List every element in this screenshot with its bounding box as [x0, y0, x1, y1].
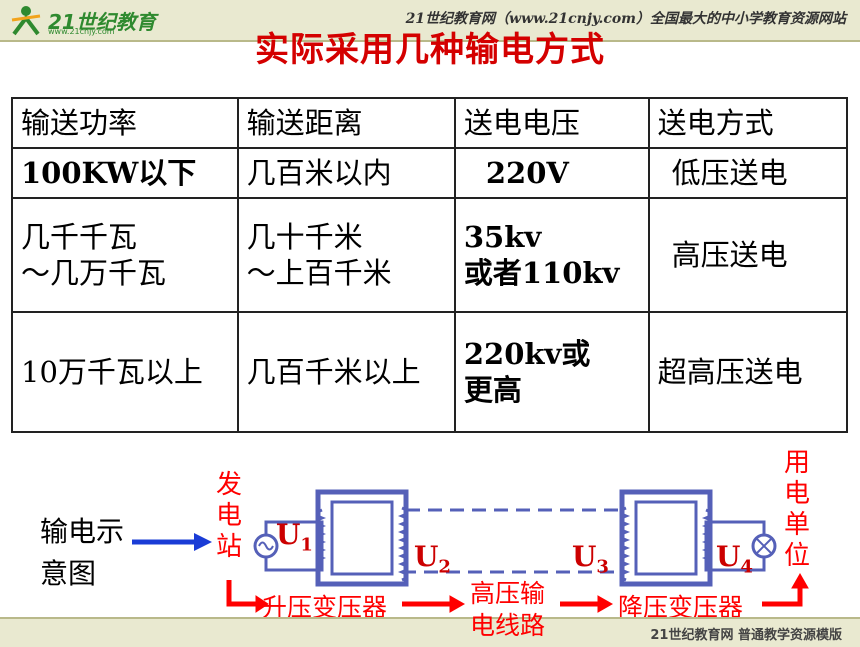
generator-icon [253, 520, 324, 572]
table-cell: 220kv或 更高 [453, 311, 650, 433]
transmission-diagram [132, 489, 809, 613]
diagram-caption: 意图 [40, 557, 97, 590]
transmission-table: 输送功率 输送距离 送电电压 送电方式 100KW以下 几百米以内 220V 低… [11, 97, 849, 433]
step-down-transformer-icon [619, 489, 713, 587]
table-row: 100KW以下 几百米以内 220V 低压送电 [11, 147, 849, 199]
footer-text: 21世纪教育网 普通教学资源模版 [650, 628, 842, 643]
logo-figure-icon [11, 6, 41, 36]
lamp-load-icon [704, 520, 777, 572]
logo-url: www.21cnjy.com [48, 27, 115, 36]
line-label: 电线路 [470, 611, 546, 640]
user-unit-label: 用电单位 [783, 448, 810, 571]
column-header: 输送功率 [11, 97, 239, 149]
caption-arrow-icon [132, 533, 212, 551]
table-cell: 高压送电 [647, 197, 849, 313]
table-cell: 几百米以内 [236, 147, 456, 199]
voltage-u4: U4 [716, 540, 753, 578]
table-cell: 100KW以下 [11, 147, 239, 199]
table-cell: 10万千瓦以上 [11, 311, 239, 433]
logo-text: 21世纪教育 [48, 10, 156, 34]
table-header-row: 输送功率 输送距离 送电电压 送电方式 [11, 97, 849, 149]
power-station-label: 发电站 [215, 470, 242, 562]
table-cell: 低压送电 [647, 147, 849, 199]
table-row: 10万千瓦以上 几百千米以上 220kv或 更高 超高压送电 [11, 311, 849, 433]
table-cell: 几百千米以上 [236, 311, 456, 433]
site-logo[interactable]: 21世纪教育 www.21cnjy.com [8, 4, 158, 36]
table-row: 几千千瓦 ～几万千瓦 几十千米 ～上百千米 35kv 或者110kv 高压送电 [11, 197, 849, 313]
table-cell: 几十千米 ～上百千米 [236, 197, 456, 313]
table-cell: 220V [453, 147, 650, 199]
voltage-u1: U1 [276, 518, 313, 556]
footer-bar: 21世纪教育网 普通教学资源模版 [0, 617, 860, 647]
line-label: 高压输 [470, 579, 546, 608]
flow-arrows [226, 572, 809, 613]
voltage-u3: U3 [572, 540, 609, 578]
column-header: 送电电压 [453, 97, 650, 149]
table-cell: 超高压送电 [647, 311, 849, 433]
header-bar: 21世纪教育 www.21cnjy.com 21世纪教育网（www.21cnjy… [0, 0, 860, 42]
table-cell: 35kv 或者110kv [453, 197, 650, 313]
diagram-caption: 输电示 [40, 515, 125, 548]
column-header: 送电方式 [647, 97, 849, 149]
column-header: 输送距离 [236, 97, 456, 149]
table-cell: 几千千瓦 ～几万千瓦 [11, 197, 239, 313]
step-up-transformer-icon [315, 489, 409, 587]
page-title: 实际采用几种输电方式 [255, 30, 605, 70]
voltage-u2: U2 [414, 540, 451, 578]
site-banner: 21世纪教育网（www.21cnjy.com）全国最大的中小学教育资源网站 [405, 11, 846, 27]
